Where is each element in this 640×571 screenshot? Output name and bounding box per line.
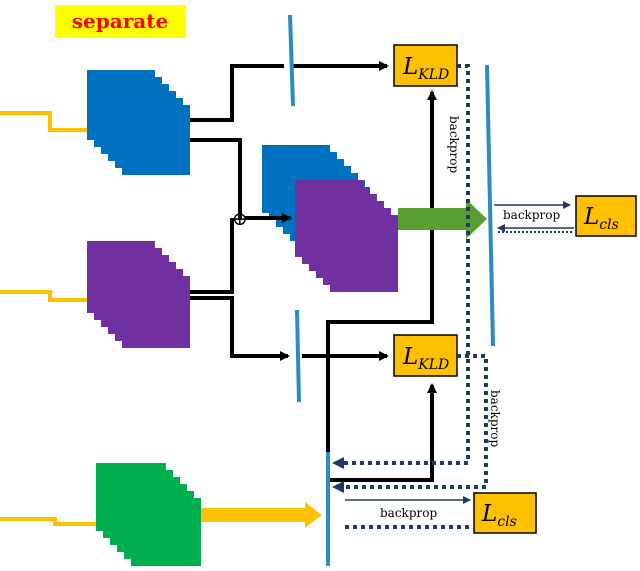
concat-symbol: ⊕ (232, 208, 248, 230)
lcls-box-fused: Lcls (575, 195, 637, 237)
lcls-green-base: L (481, 501, 497, 527)
purple-feature-block (87, 241, 190, 348)
backprop-label-green: backprop (380, 506, 437, 520)
connector-lines (190, 61, 437, 482)
fc-bar-mid (295, 309, 301, 403)
lkld-top-base: L (402, 54, 418, 80)
svg-text:LKLD: LKLD (402, 54, 449, 83)
blue-to-concat-line (190, 138, 242, 220)
green-feature-block (96, 463, 201, 566)
svg-text:LKLD: LKLD (402, 344, 449, 373)
blue-to-fc-top-line (190, 64, 284, 122)
backprop-label-top: backprop (447, 116, 461, 173)
purple-to-concat-line (190, 218, 234, 294)
fused-purple-block (295, 180, 398, 292)
green-to-lkld-top-line (326, 90, 437, 455)
svg-text:Lcls: Lcls (481, 501, 517, 530)
fused-output-arrow (398, 199, 487, 239)
lkld-box-top: LKLD (393, 44, 458, 87)
lcls-fused-sub: cls (599, 217, 619, 233)
backprop-arrowhead-mid (332, 481, 344, 493)
blue-feature-block (87, 70, 190, 175)
fc-bar-fused (485, 64, 495, 347)
lkld-mid-sub: KLD (417, 357, 449, 373)
svg-text:Lcls: Lcls (583, 204, 619, 233)
title-background (55, 5, 186, 38)
backprop-arrowhead-top (332, 457, 344, 469)
lkld-mid-base: L (402, 344, 418, 370)
lcls-fused-base: L (583, 204, 599, 230)
backprop-label-fused: backprop (503, 208, 560, 222)
backprop-label-mid: backprop (488, 390, 502, 447)
lkld-box-mid: LKLD (393, 334, 458, 377)
lcls-green-sub: cls (497, 514, 517, 530)
green-output-arrow (201, 502, 322, 528)
lcls-box-green: Lcls (473, 492, 537, 534)
dotted-path-mid (340, 354, 488, 489)
green-to-lkld-mid-line (328, 383, 437, 482)
purple-to-fc-mid-line (190, 296, 290, 361)
title-text: separate (72, 9, 168, 33)
fc-bar-top (288, 14, 295, 107)
dotted-backprop-paths (340, 64, 488, 529)
dotted-path-top (340, 64, 470, 465)
title-badge: separate (55, 5, 186, 38)
lkld-top-sub: KLD (417, 67, 449, 83)
